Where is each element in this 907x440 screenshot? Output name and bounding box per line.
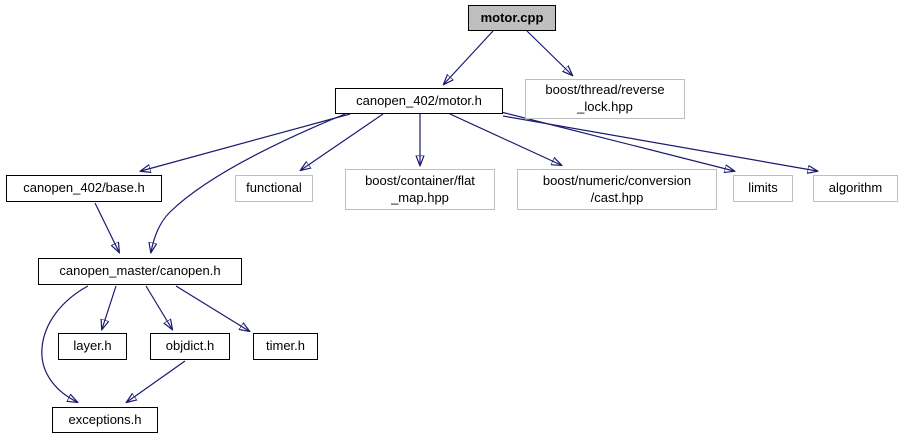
edge-motor-h-to-algorithm — [502, 115, 817, 171]
edge-motor-cpp-to-motor-h — [444, 30, 494, 84]
edge-base-h-to-canopen-h — [94, 202, 119, 252]
edge-motor-h-to-base-h — [141, 113, 351, 171]
node-canopen-402-motor-h[interactable]: canopen_402/motor.h — [335, 88, 503, 114]
node-algorithm: algorithm — [813, 175, 898, 202]
edge-motor-h-to-canopen-h — [151, 113, 346, 252]
node-limits: limits — [733, 175, 793, 202]
node-motor-cpp: motor.cpp — [468, 5, 556, 31]
edge-motor-h-to-cast — [449, 113, 561, 165]
edge-canopen-h-to-exceptions-h — [41, 285, 89, 402]
edge-motor-h-to-functional — [301, 113, 384, 170]
edge-motor-h-to-limits — [500, 111, 734, 171]
node-canopen-master-canopen-h[interactable]: canopen_master/canopen.h — [38, 258, 242, 285]
node-timer-h[interactable]: timer.h — [253, 333, 318, 360]
edge-motor-cpp-to-reverse-lock — [526, 30, 572, 75]
node-functional: functional — [235, 175, 313, 202]
node-layer-h[interactable]: layer.h — [58, 333, 127, 360]
node-boost-thread-reverse-lock-hpp: boost/thread/reverse _lock.hpp — [525, 79, 685, 119]
node-boost-container-flat-map-hpp: boost/container/flat _map.hpp — [345, 169, 495, 210]
edge-canopen-h-to-objdict-h — [145, 285, 172, 329]
node-boost-numeric-conversion-cast-hpp: boost/numeric/conversion /cast.hpp — [517, 169, 717, 210]
edge-canopen-h-to-timer-h — [175, 285, 249, 331]
node-canopen-402-base-h[interactable]: canopen_402/base.h — [6, 175, 162, 202]
edge-canopen-h-to-layer-h — [102, 285, 117, 329]
edge-objdict-h-to-exceptions-h — [127, 360, 186, 402]
node-objdict-h[interactable]: objdict.h — [150, 333, 230, 360]
node-exceptions-h[interactable]: exceptions.h — [52, 407, 158, 433]
